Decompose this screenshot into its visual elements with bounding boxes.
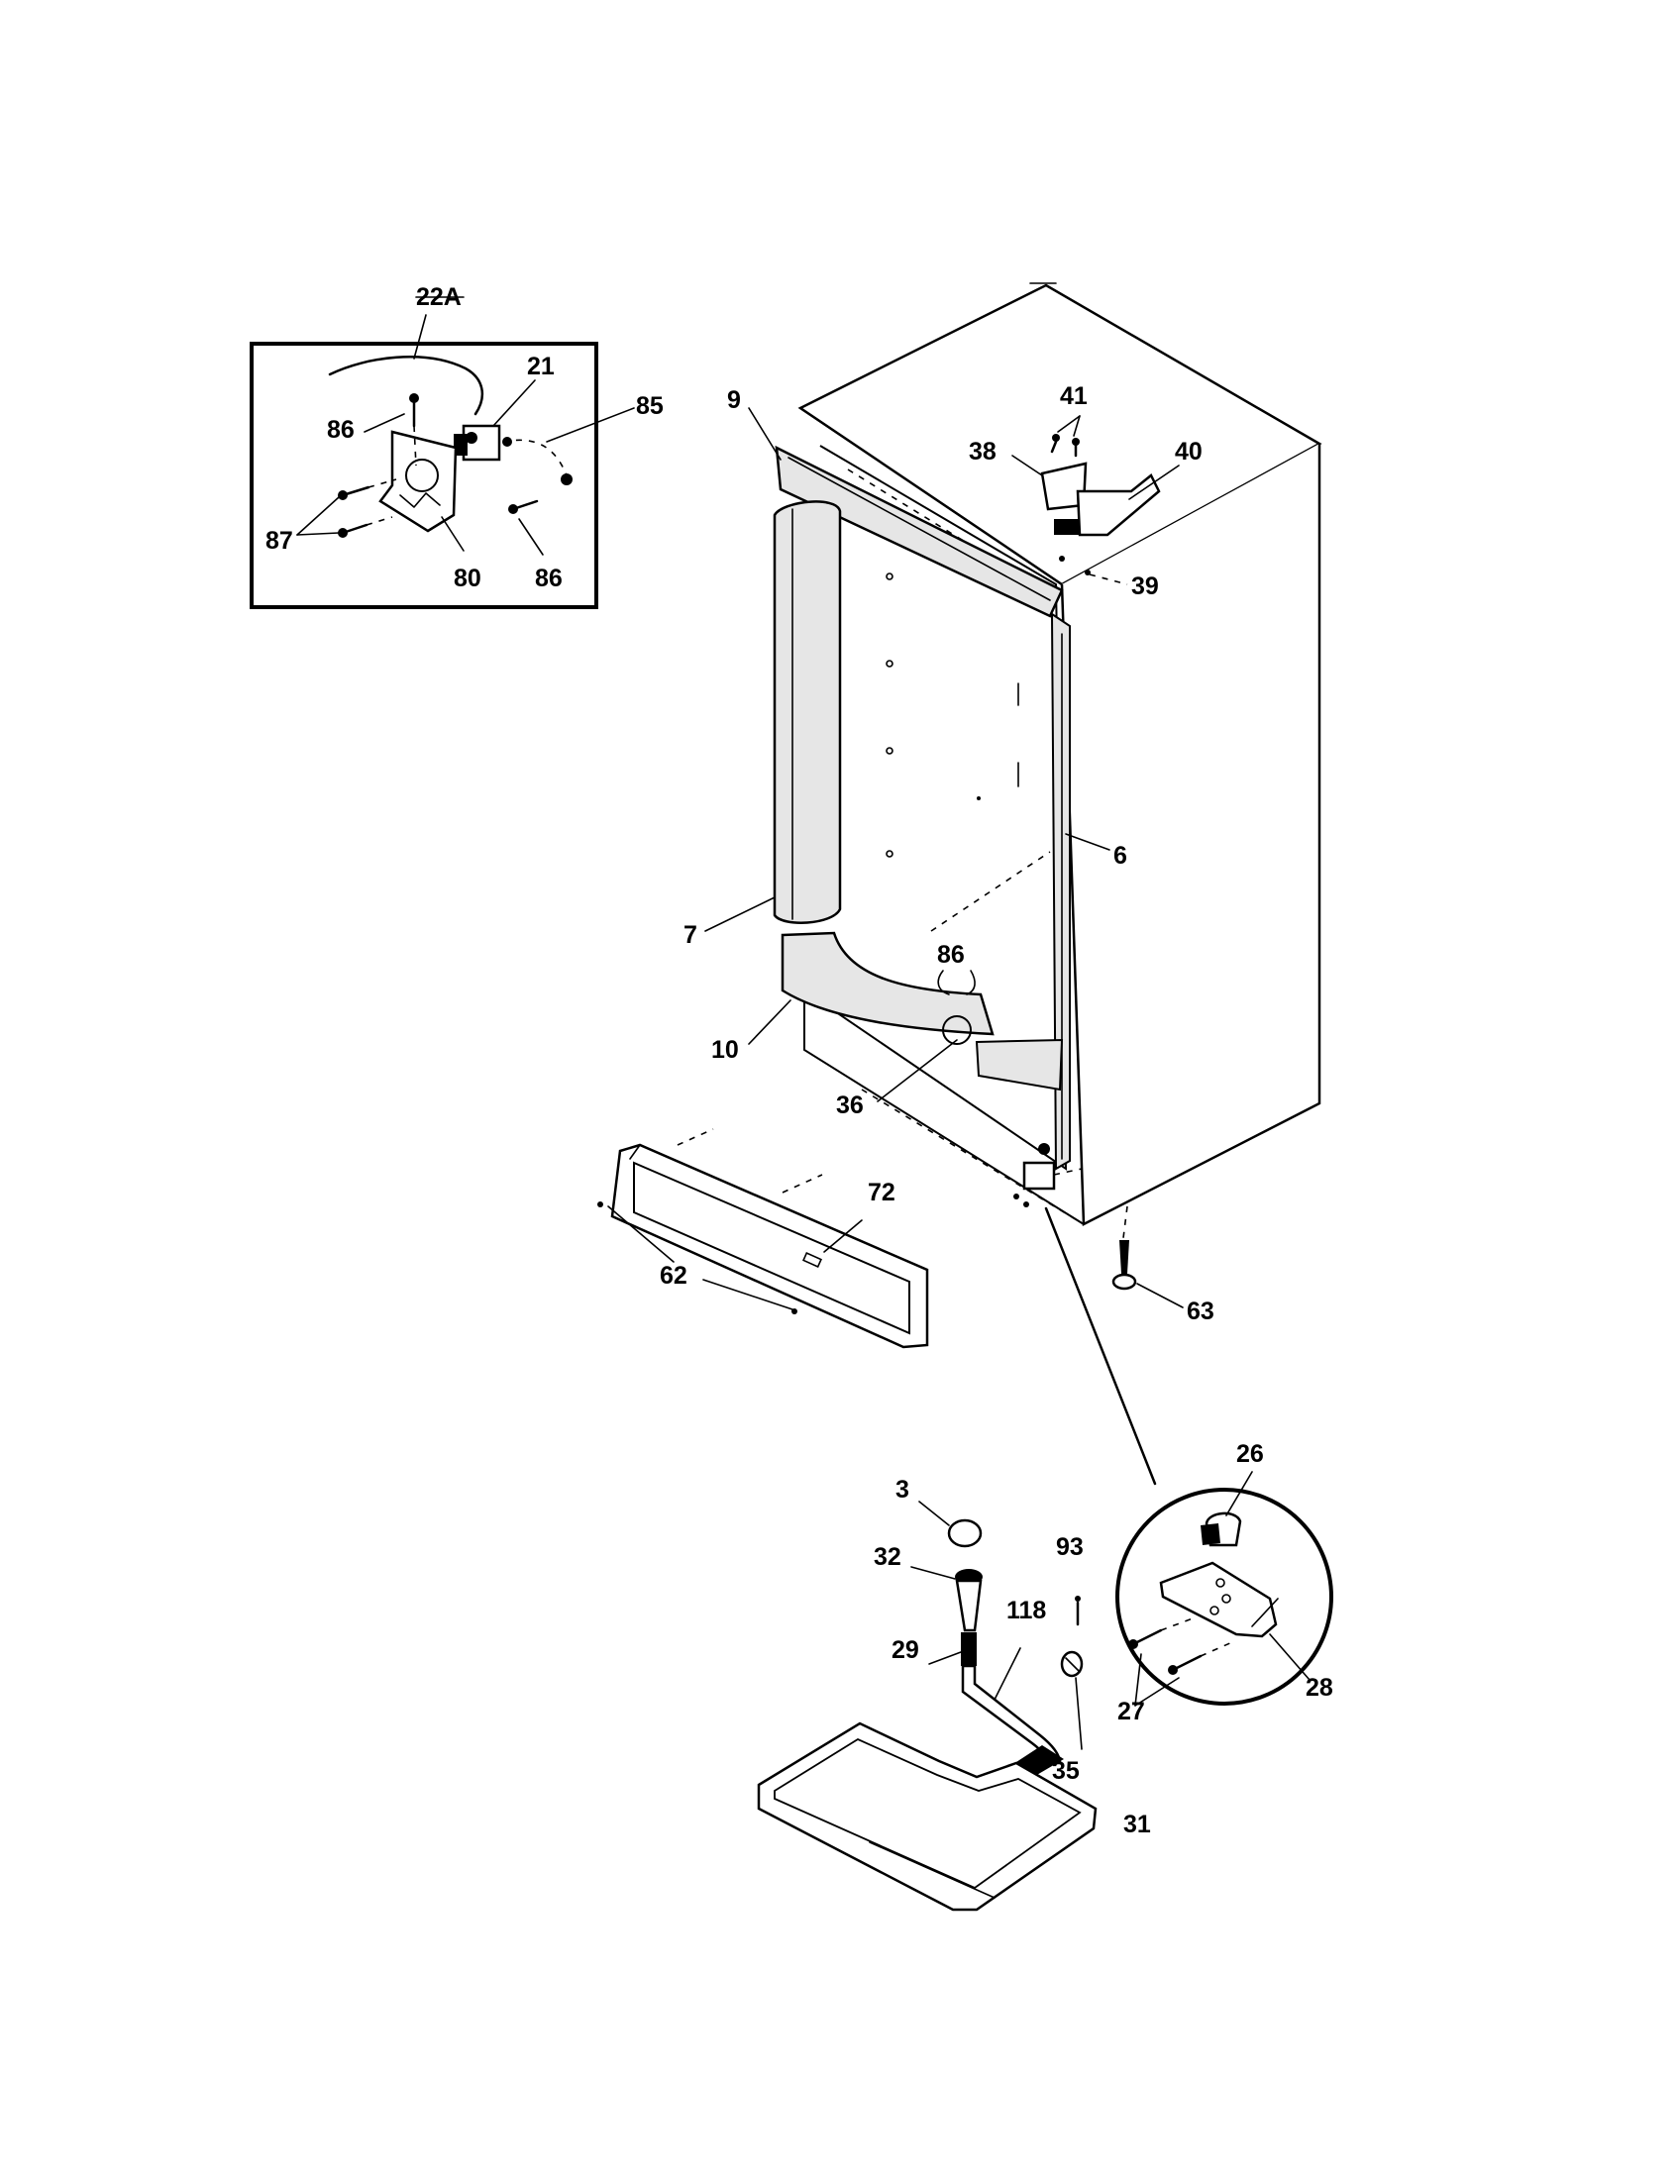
bracket-80 bbox=[378, 430, 458, 533]
label-36: 36 bbox=[836, 1092, 864, 1119]
hinge-top bbox=[1040, 434, 1161, 575]
control-21 bbox=[454, 424, 501, 462]
breaker-strip-7 bbox=[773, 500, 842, 924]
wire-harness bbox=[328, 356, 484, 416]
inset-detail-box bbox=[250, 314, 635, 609]
label-29: 29 bbox=[892, 1636, 919, 1664]
label-72: 72 bbox=[868, 1179, 895, 1206]
hinge-bottom bbox=[1013, 1143, 1083, 1207]
label-3: 3 bbox=[895, 1476, 909, 1504]
label-35: 35 bbox=[1052, 1757, 1080, 1785]
label-86-inset-top: 86 bbox=[327, 416, 355, 444]
breaker-bottom-10 bbox=[781, 931, 1064, 1092]
label-39: 39 bbox=[1131, 572, 1159, 600]
label-80: 80 bbox=[454, 565, 481, 592]
label-21: 21 bbox=[527, 353, 555, 380]
label-62: 62 bbox=[660, 1262, 687, 1290]
label-86-bottom: 86 bbox=[937, 941, 965, 969]
label-93: 93 bbox=[1056, 1533, 1084, 1561]
label-41: 41 bbox=[1060, 382, 1088, 410]
label-63: 63 bbox=[1187, 1298, 1214, 1325]
label-86-inset-right: 86 bbox=[535, 565, 563, 592]
label-38: 38 bbox=[969, 438, 997, 466]
drain-plug-3 bbox=[947, 1518, 983, 1548]
screw-86-right bbox=[508, 499, 539, 514]
label-85: 85 bbox=[636, 392, 664, 420]
screws-87 bbox=[338, 485, 370, 538]
label-40: 40 bbox=[1175, 438, 1203, 466]
screws-86-bottom bbox=[937, 970, 976, 1045]
screw-86-top bbox=[409, 393, 419, 428]
drain-pan-31 bbox=[757, 1721, 1098, 1912]
label-7: 7 bbox=[683, 921, 697, 949]
clip-35 bbox=[1060, 1596, 1084, 1678]
gasket-6 bbox=[1050, 612, 1071, 1171]
label-31: 31 bbox=[1123, 1811, 1151, 1838]
leveling-leg-63 bbox=[1111, 1205, 1137, 1291]
label-32: 32 bbox=[874, 1543, 901, 1571]
drain-funnel-32 bbox=[955, 1569, 983, 1632]
label-27: 27 bbox=[1117, 1698, 1145, 1725]
cabinet-body bbox=[797, 282, 1322, 1227]
hinge-detail-circle bbox=[1115, 1488, 1333, 1706]
gasket-9 bbox=[775, 445, 1064, 618]
label-9: 9 bbox=[727, 386, 741, 414]
label-87: 87 bbox=[265, 527, 293, 555]
base-grille-72 bbox=[610, 1128, 929, 1349]
label-26: 26 bbox=[1236, 1440, 1264, 1468]
label-10: 10 bbox=[711, 1036, 739, 1064]
label-6: 6 bbox=[1113, 842, 1127, 870]
label-118: 118 bbox=[1006, 1597, 1046, 1624]
label-28: 28 bbox=[1306, 1674, 1333, 1702]
